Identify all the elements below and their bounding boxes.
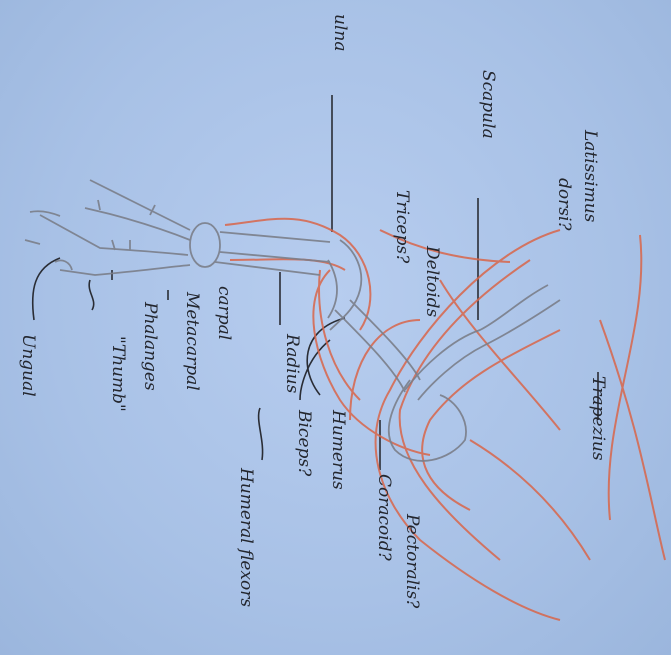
label-scapula: Scapula [479, 70, 496, 139]
label-metacarpal: Metacarpal [183, 292, 200, 391]
label-triceps: Triceps? [393, 190, 410, 263]
label-coracoid: Coracoid? [375, 474, 392, 561]
label-ungual: Ungual [19, 334, 36, 397]
leader-lines [33, 95, 598, 470]
label-humeral-flexors: Humeral flexors [237, 468, 254, 607]
label-carpal: carpal [215, 286, 232, 340]
label-deltoids: Deltoids [423, 246, 440, 317]
label-biceps: Biceps? [295, 410, 312, 476]
label-pectoralis: Pectoralis? [403, 514, 420, 608]
label-dorsi: dorsi? [555, 178, 572, 231]
label-humerus: Humerus [329, 410, 346, 490]
label-latissimus: Latissimus [581, 130, 598, 222]
label-thumb: "Thumb" [109, 336, 126, 412]
label-trapezius: Trapezius [589, 376, 606, 461]
label-phalanges: Phalanges [141, 302, 158, 391]
bone-sketch [25, 180, 560, 461]
label-radius: Radius [283, 334, 300, 393]
label-ulna: ulna [331, 14, 348, 51]
